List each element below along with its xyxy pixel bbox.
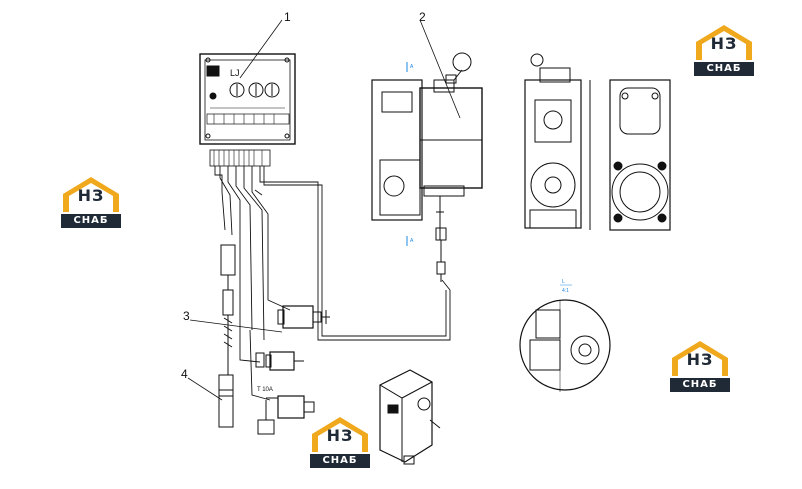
callout-2: 2 (419, 10, 426, 24)
actuator-side-view (524, 53, 582, 229)
main-actuator-assembly: A A (371, 52, 483, 282)
logo-text: НЗ (686, 350, 714, 369)
detail-scale: 4:1 (562, 288, 569, 294)
logo-subtext: СНАБ (694, 62, 754, 76)
logo-subtext: СНАБ (61, 214, 121, 228)
house-icon (312, 417, 368, 452)
solenoid-switch-a (277, 305, 330, 329)
callout-4: 4 (181, 367, 188, 381)
logo-text: НЗ (326, 426, 354, 445)
house-icon (696, 25, 752, 60)
logo-text: НЗ (710, 34, 738, 53)
actuator-rear-view (589, 79, 671, 231)
watermark-logo: НЗ СНАБ (308, 414, 372, 470)
logo-subtext: СНАБ (310, 454, 370, 468)
section-mark-bottom: A (410, 238, 414, 244)
speed-controller-unit: LJ (199, 53, 296, 167)
controller-logo: LJ (230, 68, 240, 78)
detail-view-l: L 4:1 (519, 279, 611, 392)
house-icon (672, 341, 728, 376)
speed-sensor (218, 244, 236, 428)
bottom-actuator: T 10A (257, 387, 315, 435)
house-icon (63, 177, 119, 212)
actuator-isometric-view (379, 369, 441, 465)
callout-leaders (187, 19, 461, 401)
watermark-logo: НЗ СНАБ (668, 338, 732, 394)
logo-subtext: СНАБ (670, 378, 730, 392)
watermark-logo: НЗ СНАБ (692, 22, 756, 78)
logo-text: НЗ (77, 186, 105, 205)
detail-label: L (562, 279, 565, 285)
watermark-logo: НЗ СНАБ (59, 174, 123, 230)
actuator-label: T 10A (257, 387, 273, 393)
callout-1: 1 (284, 10, 291, 24)
small-actuator (255, 351, 304, 371)
wiring-harness (214, 166, 451, 401)
section-mark-top: A (410, 64, 414, 70)
callout-3: 3 (183, 309, 190, 323)
